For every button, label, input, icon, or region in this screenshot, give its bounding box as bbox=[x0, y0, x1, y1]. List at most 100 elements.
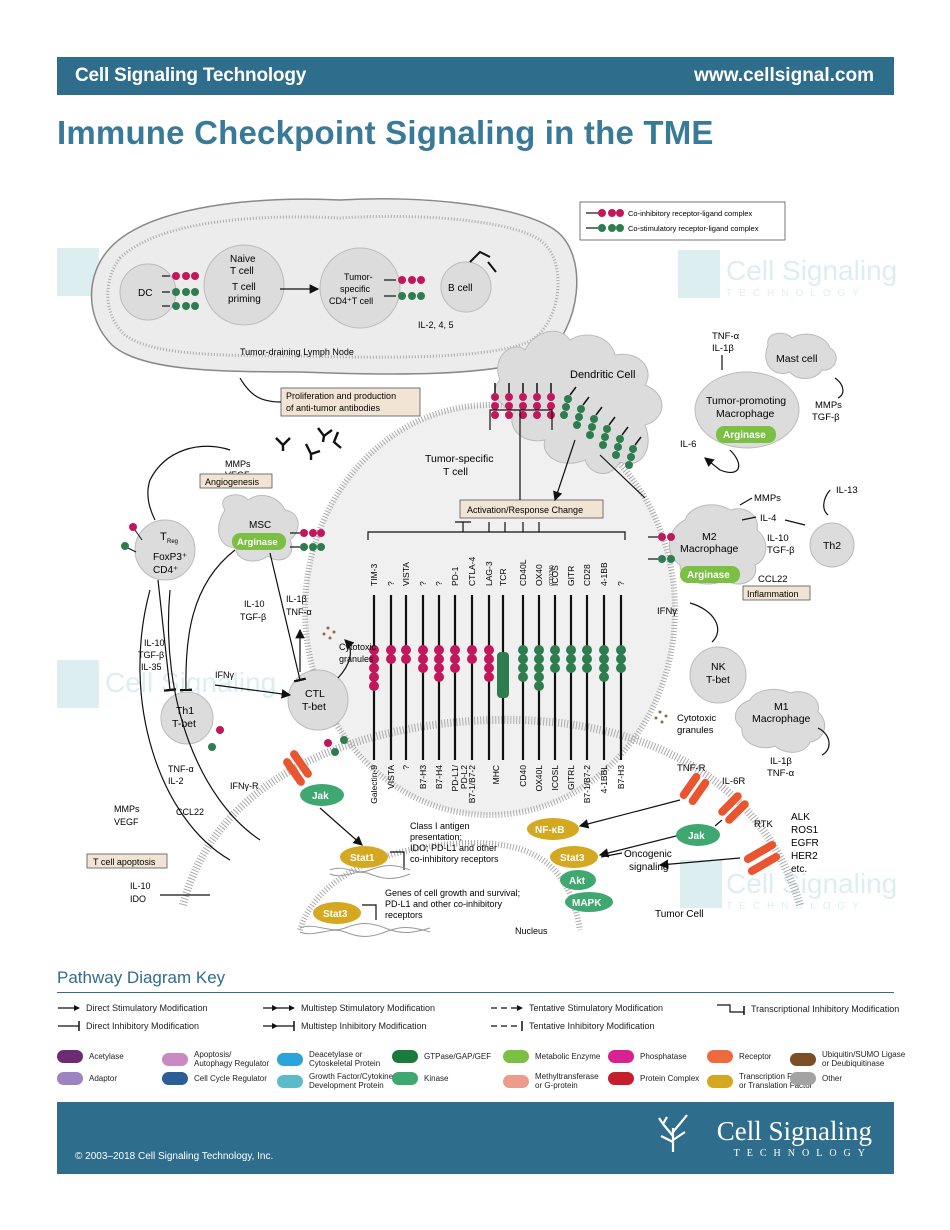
ligand-label: PD-L2 bbox=[459, 765, 469, 789]
legend-swatch bbox=[57, 1050, 83, 1063]
svg-text:TNF-α: TNF-α bbox=[168, 764, 194, 774]
legend-swatch bbox=[608, 1072, 634, 1085]
svg-text:IL-2, 4, 5: IL-2, 4, 5 bbox=[418, 320, 454, 330]
receptor-domain bbox=[616, 654, 626, 664]
receptor-domain bbox=[616, 663, 626, 673]
stat1: Stat1 bbox=[340, 846, 388, 868]
complex-legend: Co-inhibitory receptor-ligand complex Co… bbox=[579, 201, 786, 241]
receptor-domain bbox=[450, 645, 460, 655]
receptor-domain bbox=[369, 645, 379, 655]
svg-text:IL-6: IL-6 bbox=[680, 439, 696, 450]
svg-text:Oncogenic: Oncogenic bbox=[624, 849, 672, 860]
svg-text:IL-1β: IL-1β bbox=[286, 594, 307, 604]
legend-item: Apoptosis/Autophagy Regulator bbox=[162, 1050, 269, 1068]
svg-text:Macrophage: Macrophage bbox=[680, 543, 739, 555]
svg-text:TGF-β: TGF-β bbox=[240, 612, 266, 622]
nk-cell: NK T-bet bbox=[689, 646, 747, 704]
svg-text:Arginase: Arginase bbox=[723, 430, 766, 441]
receptor-label: LAG-3 bbox=[484, 561, 494, 586]
receptor-domain bbox=[582, 645, 592, 655]
ligand-label: OX40L bbox=[534, 765, 544, 792]
treg-cell: T Reg FoxP3⁺ CD4⁺ bbox=[121, 519, 196, 581]
svg-text:CD4⁺T cell: CD4⁺T cell bbox=[329, 296, 373, 306]
receptor-domain bbox=[369, 654, 379, 664]
inhibit-icon bbox=[58, 1021, 80, 1031]
ox40-sub: (CD134) bbox=[549, 565, 555, 586]
legend-label: GTPase/GAP/GEF bbox=[424, 1052, 492, 1061]
th2-cell: Th2 bbox=[809, 522, 855, 568]
svg-text:TECHNOLOGY: TECHNOLOGY bbox=[726, 901, 866, 912]
receptor-label: ? bbox=[418, 581, 428, 586]
svg-text:Akt: Akt bbox=[569, 876, 586, 887]
ifng-receptor bbox=[283, 750, 312, 786]
svg-text:ROS1: ROS1 bbox=[791, 825, 819, 836]
receptor-domain bbox=[434, 663, 444, 673]
ligand-label: B7-H3 bbox=[616, 765, 626, 789]
legend-label: Receptor bbox=[739, 1052, 772, 1061]
receptor-domain bbox=[599, 645, 609, 655]
legend-swatch bbox=[608, 1050, 634, 1063]
transcription-inhibit-icon bbox=[717, 1004, 745, 1015]
receptor-label: CD40L bbox=[518, 559, 528, 586]
svg-text:etc.: etc. bbox=[791, 864, 807, 875]
receptor-domain bbox=[518, 672, 528, 682]
receptor-domain bbox=[450, 654, 460, 664]
svg-text:CCL22: CCL22 bbox=[176, 807, 204, 817]
antibodies bbox=[275, 427, 342, 460]
receptor-domain bbox=[386, 645, 396, 655]
ctl-cell: CTL T-bet bbox=[287, 669, 349, 756]
svg-text:TECHNOLOGY: TECHNOLOGY bbox=[726, 288, 866, 299]
svg-text:Cell Signaling: Cell Signaling bbox=[726, 255, 897, 286]
svg-text:T cell: T cell bbox=[232, 282, 256, 293]
svg-text:T cell: T cell bbox=[443, 466, 468, 478]
msc-arginase: Arginase bbox=[237, 537, 278, 548]
ligand-label: Galectin-9 bbox=[369, 765, 379, 804]
dc-complexes bbox=[491, 383, 642, 469]
svg-text:MMPs: MMPs bbox=[754, 493, 781, 504]
key-direct-inhib: Direct Inhibitory Modification bbox=[57, 1021, 199, 1031]
receptor-label: PD-1 bbox=[450, 566, 460, 586]
legend-swatch bbox=[57, 1072, 83, 1085]
receptor-domain bbox=[518, 645, 528, 655]
svg-text:Tumor-specific: Tumor-specific bbox=[425, 453, 493, 465]
dashed-inhibit-icon bbox=[491, 1021, 523, 1031]
svg-text:NF-κB: NF-κB bbox=[535, 825, 564, 836]
receptor-domain bbox=[582, 663, 592, 673]
receptor-domain bbox=[534, 663, 544, 673]
lymph-node: DC Naive T cell T cell priming Tumor- sp… bbox=[90, 198, 578, 375]
svg-text:IL-10: IL-10 bbox=[767, 533, 789, 544]
akt: Akt bbox=[560, 870, 596, 890]
ligand-label: B7-1/B7-2 bbox=[582, 765, 592, 804]
receptor-domain bbox=[550, 663, 560, 673]
receptor-domain bbox=[484, 663, 494, 673]
legend-item: Kinase bbox=[392, 1072, 448, 1085]
svg-text:IL-4: IL-4 bbox=[760, 513, 776, 524]
svg-text:MMPs: MMPs bbox=[815, 400, 842, 411]
legend-co-stimulatory: Co-stimulatory receptor-ligand complex bbox=[628, 224, 759, 233]
svg-text:Reg: Reg bbox=[167, 539, 178, 545]
dc-label: DC bbox=[138, 288, 152, 299]
svg-text:IL-6R: IL-6R bbox=[722, 776, 745, 787]
svg-text:IL-10: IL-10 bbox=[130, 881, 151, 891]
svg-text:Naive: Naive bbox=[230, 254, 256, 265]
svg-text:EGFR: EGFR bbox=[791, 838, 819, 849]
svg-text:M2: M2 bbox=[702, 531, 717, 543]
svg-text:signaling: signaling bbox=[629, 862, 668, 873]
receptor-domain bbox=[434, 645, 444, 655]
receptor-domain bbox=[434, 672, 444, 682]
receptor-domain bbox=[369, 681, 379, 691]
svg-text:IL-1β: IL-1β bbox=[712, 343, 734, 354]
legend-co-inhibitory: Co-inhibitory receptor-ligand complex bbox=[628, 209, 752, 218]
m2-cell: M2 Macrophage Arginase bbox=[668, 504, 767, 585]
receptor-domain bbox=[582, 654, 592, 664]
header-url[interactable]: www.cellsignal.com bbox=[694, 65, 874, 86]
svg-text:receptors: receptors bbox=[385, 910, 423, 920]
svg-text:MAPK: MAPK bbox=[572, 898, 602, 909]
key-divider bbox=[57, 992, 894, 993]
ligand-label: ? bbox=[401, 765, 411, 770]
legend-swatch bbox=[392, 1050, 418, 1063]
watermark-left-mid: Cell Signaling bbox=[57, 660, 276, 708]
svg-text:granules: granules bbox=[677, 725, 714, 736]
